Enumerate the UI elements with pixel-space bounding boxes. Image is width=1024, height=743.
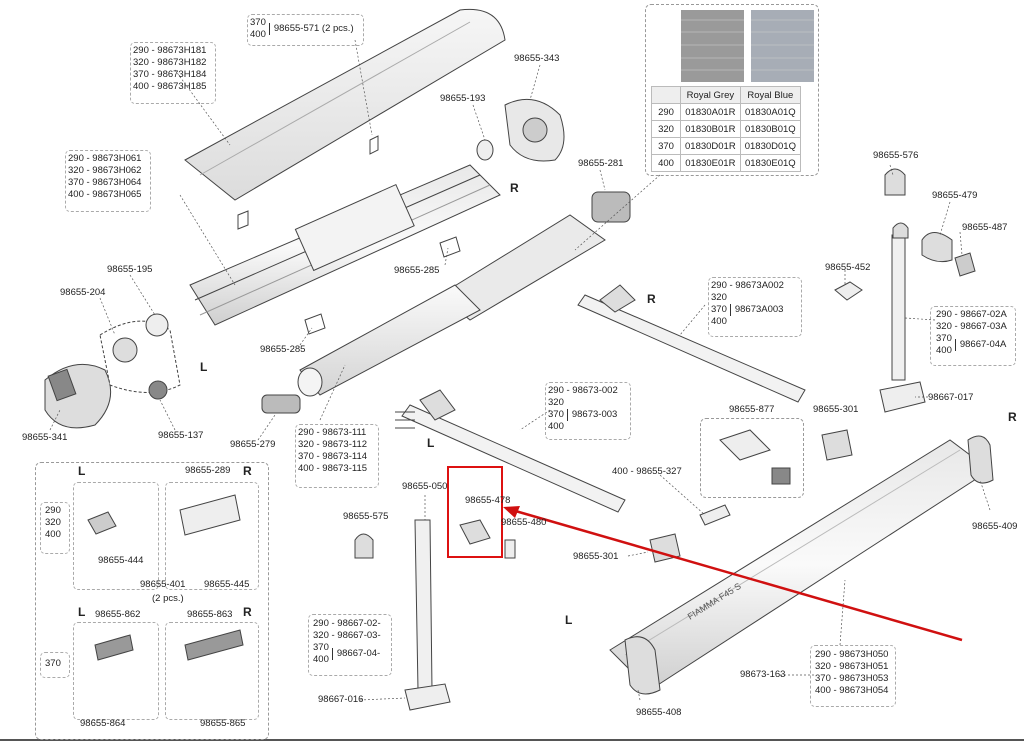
- part-98655-877: 98655-877: [729, 404, 775, 415]
- clip-part-2: [237, 210, 249, 230]
- part-98655-409: 98655-409: [972, 521, 1018, 532]
- part-98655-864: 98655-864: [80, 718, 126, 729]
- rail-end-cap-left: [624, 636, 661, 695]
- part-98655-480: 98655-480: [501, 517, 547, 528]
- part-98655-444: 98655-444: [98, 555, 144, 566]
- rail-end-cap-right: [967, 435, 994, 484]
- left-bracket-part: [99, 320, 181, 393]
- cover-clip-part: [369, 135, 379, 155]
- part-98655-452: 98655-452: [825, 262, 871, 273]
- bushing-part: [476, 139, 494, 161]
- right-leg-part: [891, 234, 906, 381]
- part-98655-401: 98655-401: [140, 579, 186, 590]
- right-arm-part: [577, 294, 806, 403]
- shoulder-parts-box: [35, 462, 269, 740]
- size-370-label: 370: [45, 658, 61, 669]
- part-98655-575: 98655-575: [343, 511, 389, 522]
- box-side-l-1: L: [78, 464, 86, 478]
- part-98655-479: 98655-479: [932, 190, 978, 201]
- side-l-rail: L: [565, 613, 573, 627]
- side-r-housing: R: [510, 181, 519, 195]
- part-98655-281: 98655-281: [578, 158, 624, 169]
- part-98673-163: 98673-163: [740, 669, 786, 680]
- part-98667-017: 98667-017: [928, 392, 974, 403]
- shaft-part: [261, 394, 301, 414]
- box-side-r-1: R: [243, 464, 252, 478]
- part-98667-016: 98667-016: [318, 694, 364, 705]
- highlight-box-98655-478: [447, 466, 503, 558]
- part-98655-343: 98655-343: [514, 53, 560, 64]
- part-98655-865: 98655-865: [200, 718, 246, 729]
- part-98655-195: 98655-195: [107, 264, 153, 275]
- part-98655-193: 98655-193: [440, 93, 486, 104]
- part-98655-445: 98655-445: [204, 579, 250, 590]
- part-98655-289: 98655-289: [185, 465, 231, 476]
- part-98655-285-a: 98655-285: [394, 265, 440, 276]
- roller-tube-part: [299, 284, 481, 396]
- part-98655-487: 98655-487: [962, 222, 1008, 233]
- part-98655-576: 98655-576: [873, 150, 919, 161]
- part-98655-341: 98655-341: [22, 432, 68, 443]
- box-side-r-2: R: [243, 605, 252, 619]
- side-r-arm: R: [647, 292, 656, 306]
- part-98655-279: 98655-279: [230, 439, 276, 450]
- left-leg-part: [414, 519, 433, 691]
- color-options-box: [645, 4, 819, 176]
- part-98655-862: 98655-862: [95, 609, 141, 620]
- gear-part: [145, 313, 169, 337]
- pointer-arrow: [511, 508, 963, 642]
- part-98655-137: 98655-137: [158, 430, 204, 441]
- side-r-leg: R: [1008, 410, 1017, 424]
- spring-part: [591, 191, 631, 223]
- part-98655-408: 98655-408: [636, 707, 682, 718]
- part-98655-301-b: 98655-301: [573, 551, 619, 562]
- side-l-arm: L: [427, 436, 435, 450]
- front-cover-part: [184, 8, 506, 201]
- side-l-housing: L: [200, 360, 208, 374]
- arm-joint-parts-box: [700, 418, 804, 498]
- part-98655-327: 400 - 98655-327: [612, 466, 682, 477]
- part-98655-204: 98655-204: [60, 287, 106, 298]
- part-98655-301-a: 98655-301: [813, 404, 859, 415]
- part-98655-863: 98655-863: [187, 609, 233, 620]
- part-98655-478: 98655-478: [465, 495, 511, 506]
- part-98655-285-b: 98655-285: [260, 344, 306, 355]
- part-98655-050: 98655-050: [402, 481, 448, 492]
- box-side-l-2: L: [78, 605, 86, 619]
- pcs-2-label: (2 pcs.): [152, 593, 184, 604]
